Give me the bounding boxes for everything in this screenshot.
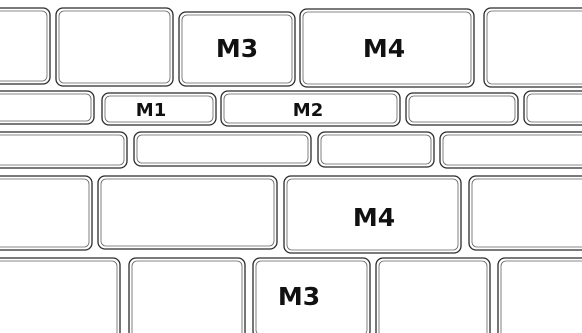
brick-label-m4-top: M4 bbox=[363, 34, 405, 63]
brick-r5-4-outline bbox=[376, 258, 490, 333]
brick-r1-2-outline bbox=[56, 8, 173, 86]
brick-r2-4-outline bbox=[406, 93, 518, 125]
brick-r4-2-inner-outline bbox=[101, 179, 274, 246]
brick-r2-1-inner-outline bbox=[0, 94, 91, 121]
brick-r5-2 bbox=[129, 258, 245, 333]
brick-r3-3-inner-outline bbox=[321, 135, 431, 164]
brick-label-m4-middle: M4 bbox=[353, 203, 395, 232]
brick-r4-4 bbox=[469, 176, 582, 250]
brick-r4-1 bbox=[0, 176, 92, 250]
brick-r1-1-inner-outline bbox=[0, 11, 47, 81]
brick-label-m3-top: M3 bbox=[216, 34, 258, 63]
brick-r3-2-inner-outline bbox=[137, 135, 308, 163]
brick-r2-1-outline bbox=[0, 91, 94, 124]
labels-layer: M3 M4 M1 M2 M4 M3 bbox=[136, 34, 405, 311]
brick-r4-4-outline bbox=[469, 176, 582, 250]
brick-r3-1-outline bbox=[0, 132, 127, 168]
brick-r3-4-inner-outline bbox=[443, 135, 582, 165]
brick-r2-5-outline bbox=[524, 91, 582, 125]
brick-r5-5-outline bbox=[498, 258, 582, 333]
brick-r4-1-outline bbox=[0, 176, 92, 250]
brick-r5-4-inner-outline bbox=[379, 261, 487, 333]
brick-r1-5-outline bbox=[484, 8, 582, 87]
brick-r4-2-outline bbox=[98, 176, 277, 249]
brick-r3-4 bbox=[440, 132, 582, 168]
brick-r1-2-inner-outline bbox=[59, 11, 170, 83]
brick-label-m1: M1 bbox=[136, 100, 166, 121]
brick-r5-1-inner-outline bbox=[0, 261, 117, 333]
brick-r2-5 bbox=[524, 91, 582, 125]
brick-r1-5 bbox=[484, 8, 582, 87]
brick-r3-2-outline bbox=[134, 132, 311, 166]
brick-r5-1-outline bbox=[0, 258, 120, 333]
brick-r3-3-outline bbox=[318, 132, 434, 167]
brick-r5-1 bbox=[0, 258, 120, 333]
brick-r3-1 bbox=[0, 132, 127, 168]
brick-r3-3 bbox=[318, 132, 434, 167]
brick-r1-2 bbox=[56, 8, 173, 86]
brick-r3-2 bbox=[134, 132, 311, 166]
brick-label-m3-bottom: M3 bbox=[278, 282, 320, 311]
brick-r5-5 bbox=[498, 258, 582, 333]
brick-r3-1-inner-outline bbox=[0, 135, 124, 165]
brick-r2-5-inner-outline bbox=[527, 94, 582, 122]
brick-r5-4 bbox=[376, 258, 490, 333]
brick-r4-1-inner-outline bbox=[0, 179, 89, 247]
brick-r5-2-inner-outline bbox=[132, 261, 242, 333]
brick-r1-1 bbox=[0, 8, 50, 84]
brick-r4-4-inner-outline bbox=[472, 179, 582, 247]
brick-r2-1 bbox=[0, 91, 94, 124]
brick-label-m2: M2 bbox=[293, 100, 323, 121]
brick-r1-5-inner-outline bbox=[487, 11, 582, 84]
brick-r4-2 bbox=[98, 176, 277, 249]
brick-r3-4-outline bbox=[440, 132, 582, 168]
brick-r5-5-inner-outline bbox=[501, 261, 582, 333]
brick-r1-1-outline bbox=[0, 8, 50, 84]
brick-r2-4-inner-outline bbox=[409, 96, 515, 122]
brick-r5-2-outline bbox=[129, 258, 245, 333]
brick-r2-4 bbox=[406, 93, 518, 125]
